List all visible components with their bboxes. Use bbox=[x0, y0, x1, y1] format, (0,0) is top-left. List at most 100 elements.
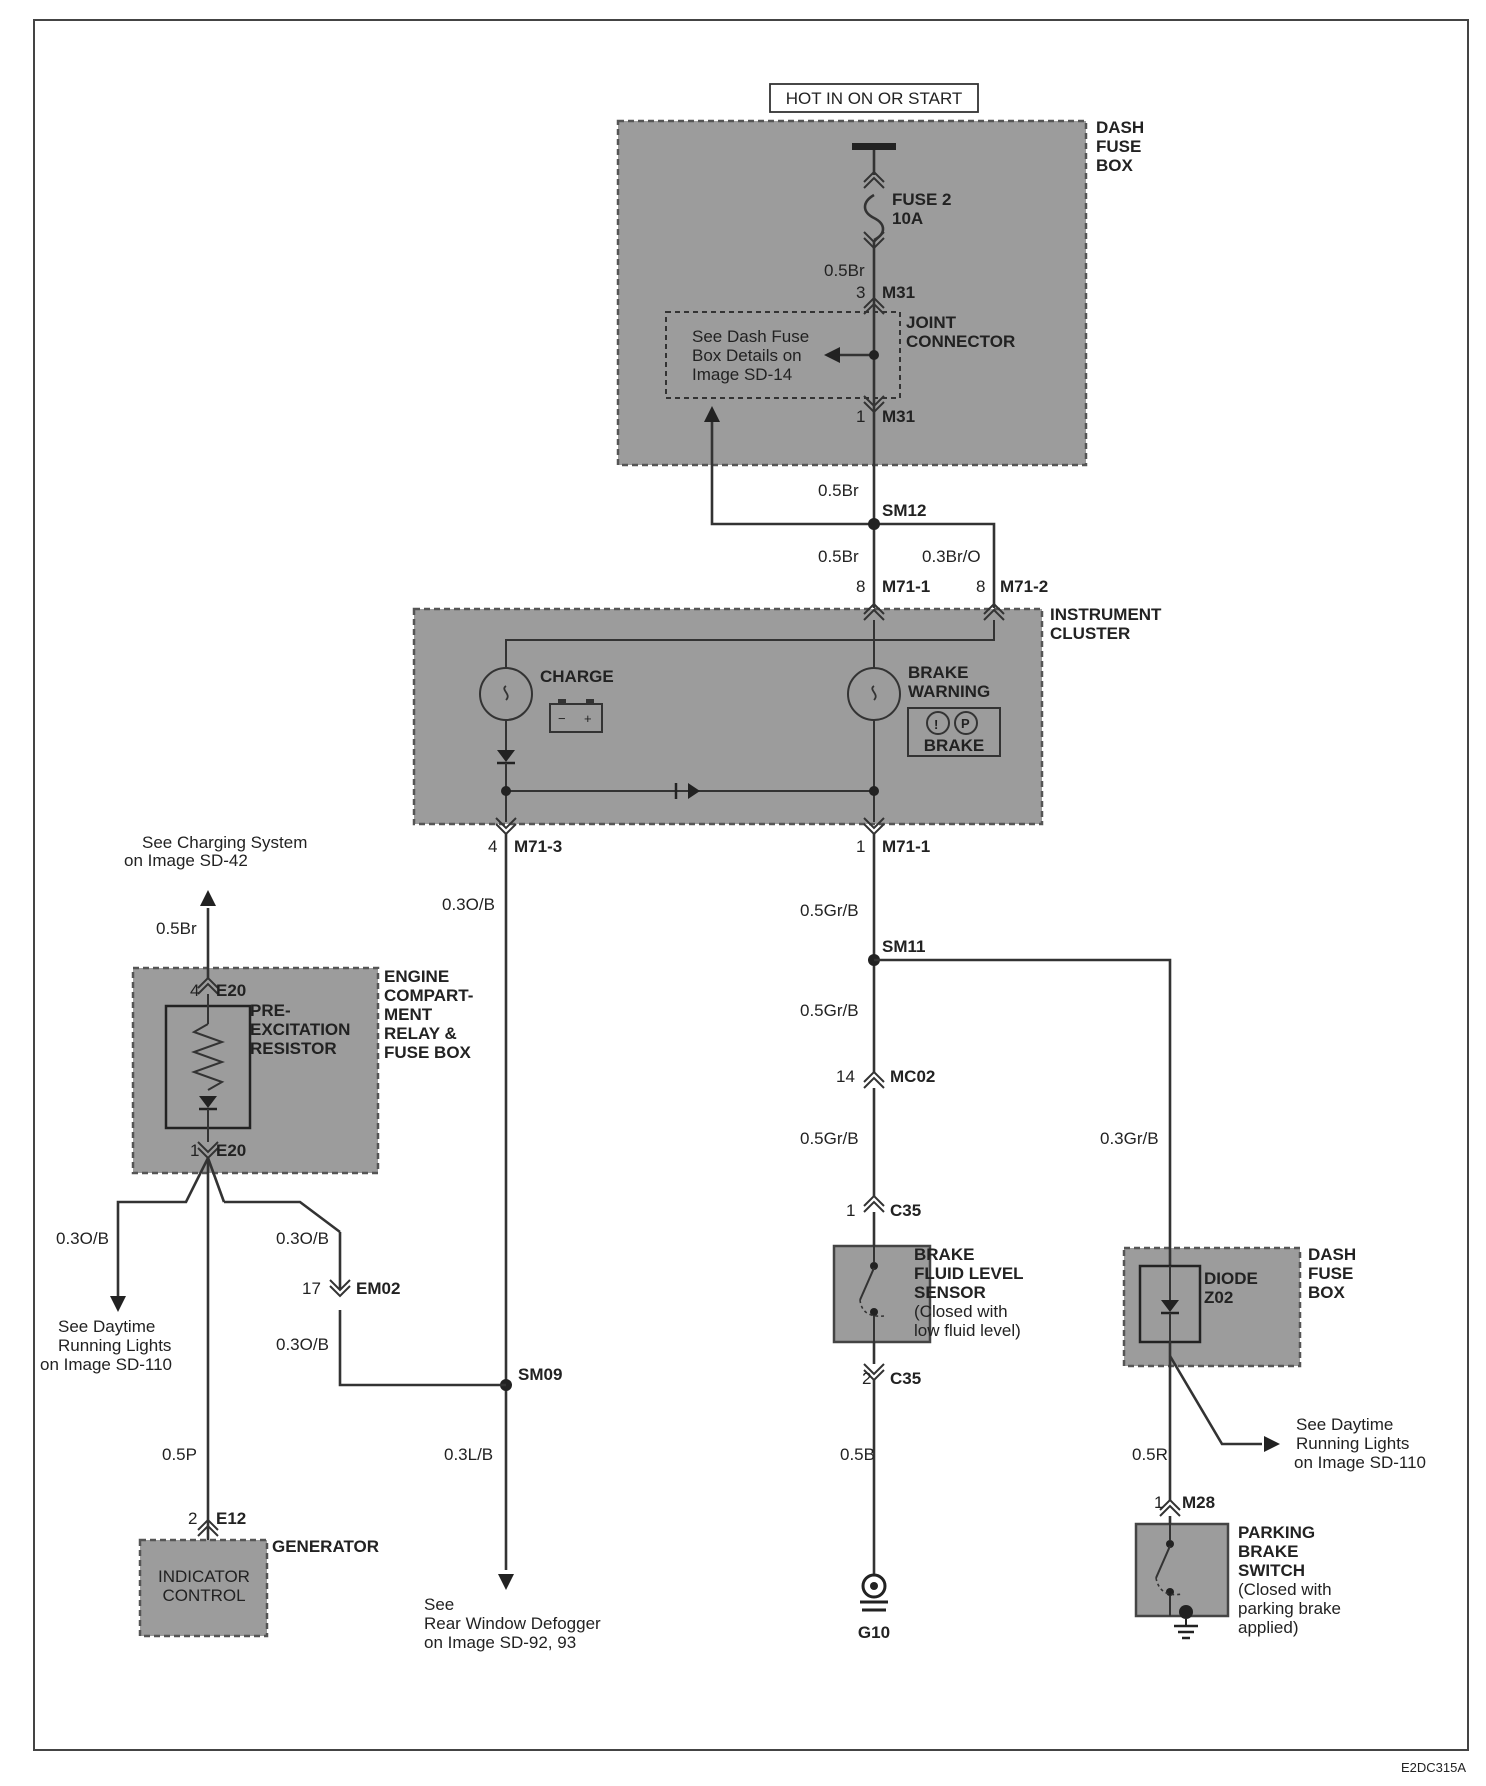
m71-2-label: M71-2 bbox=[1000, 577, 1048, 596]
wire-label-sm12-right: 0.3Br/O bbox=[922, 547, 981, 566]
conn-m71-1-bottom-1 bbox=[863, 817, 885, 830]
switch-link bbox=[1155, 1577, 1183, 1596]
sensor-switch-arm bbox=[859, 1267, 875, 1301]
c35-top-label: C35 bbox=[890, 1201, 921, 1220]
battery-terminal-neg bbox=[558, 699, 566, 704]
conn-em02-2 bbox=[329, 1285, 351, 1298]
splice-sm09-label: SM09 bbox=[518, 1365, 562, 1384]
joint-details-arrow bbox=[824, 347, 840, 363]
m31-top-pin: 3 bbox=[856, 283, 865, 302]
conn-e12-2 bbox=[197, 1524, 219, 1537]
e12-label: E12 bbox=[216, 1509, 246, 1528]
dash-fuse-box-shade bbox=[616, 119, 1088, 467]
m71-3-label: M71-3 bbox=[514, 837, 562, 856]
m28-label: M28 bbox=[1182, 1493, 1215, 1512]
conn-c35-top-2 bbox=[863, 1200, 885, 1213]
see-details-3: Image SD-14 bbox=[692, 365, 792, 384]
conn-fuse-bottom-2 bbox=[863, 237, 885, 250]
arrow-to-charging bbox=[200, 890, 216, 906]
sensor-label-1: BRAKE bbox=[914, 1245, 974, 1264]
m71-1-top-label: M71-1 bbox=[882, 577, 930, 596]
e20-bottom-label: E20 bbox=[216, 1141, 246, 1160]
hot-label: HOT IN ON OR START bbox=[786, 89, 963, 108]
charge-diode-icon bbox=[497, 750, 515, 762]
wire-label-m71-3-down: 0.3O/B bbox=[442, 895, 495, 914]
wire-sm12-to-m71-2 bbox=[874, 522, 996, 608]
see-charging-1: See Charging System bbox=[142, 833, 307, 852]
wire-diode-to-drl-right bbox=[1168, 1355, 1262, 1446]
generator-shade bbox=[138, 1538, 269, 1638]
outer-frame bbox=[33, 19, 1469, 1751]
sensor-note-2: low fluid level) bbox=[914, 1321, 1021, 1340]
mc02-label: MC02 bbox=[890, 1067, 935, 1086]
splice-sm12-dot bbox=[868, 518, 880, 530]
ground-g10-icon bbox=[861, 1573, 887, 1599]
conn-m31-bottom-2 bbox=[863, 401, 885, 414]
conn-m28-1 bbox=[1159, 1498, 1181, 1511]
brake-warning-label-2: WARNING bbox=[908, 682, 990, 701]
see-details-1: See Dash Fuse bbox=[692, 327, 809, 346]
m31-bottom-label: M31 bbox=[882, 407, 915, 426]
instrument-cluster-title-1: INSTRUMENT bbox=[1050, 605, 1162, 624]
hot-label-box bbox=[769, 83, 979, 113]
mc02-pin: 14 bbox=[836, 1067, 855, 1086]
e20-top-label: E20 bbox=[216, 981, 246, 1000]
em02-label: EM02 bbox=[356, 1279, 400, 1298]
wire-label-em02-below: 0.3O/B bbox=[276, 1335, 329, 1354]
conn-c35-bottom-1 bbox=[863, 1363, 885, 1376]
wire-sm12-to-details bbox=[710, 418, 874, 526]
see-defogger-1: See bbox=[424, 1595, 454, 1614]
conn-m31-top-2 bbox=[863, 302, 885, 315]
resistor-label-1: PRE- bbox=[250, 1001, 291, 1020]
wire-label-0-5p: 0.5P bbox=[162, 1445, 197, 1464]
cluster-dot-right bbox=[869, 786, 879, 796]
conn-m28-2 bbox=[1159, 1504, 1181, 1517]
splice-sm11-label: SM11 bbox=[882, 937, 925, 956]
ground-g10-label: G10 bbox=[858, 1623, 890, 1642]
switch-ground-dot bbox=[1179, 1605, 1193, 1619]
m71-1-top-pin: 8 bbox=[856, 577, 865, 596]
see-drl-left-2: Running Lights bbox=[58, 1336, 171, 1355]
charge-lamp-filament bbox=[503, 685, 509, 701]
c35-top-pin: 1 bbox=[846, 1201, 855, 1220]
m71-1-bottom-label: M71-1 bbox=[882, 837, 930, 856]
see-defogger-3: on Image SD-92, 93 bbox=[424, 1633, 576, 1652]
wire-label-sm12-above: 0.5Br bbox=[818, 481, 859, 500]
resistor-zigzag bbox=[191, 1023, 225, 1091]
switch-label-1: PARKING bbox=[1238, 1523, 1315, 1542]
wire-label-gr-b-3: 0.5Gr/B bbox=[800, 1129, 859, 1148]
wire-e20-to-drl-left bbox=[116, 1157, 210, 1296]
brake-warning-icon-box bbox=[907, 707, 1001, 757]
conn-m71-2-2 bbox=[983, 608, 1005, 621]
sensor-label-3: SENSOR bbox=[914, 1283, 986, 1302]
conn-m71-1-top-1 bbox=[863, 602, 885, 615]
joint-connector-label-2: CONNECTOR bbox=[906, 332, 1015, 351]
conn-mc02-1 bbox=[863, 1070, 885, 1083]
wire-label-0-3lb: 0.3L/B bbox=[444, 1445, 493, 1464]
wire-label-0-3gr-b: 0.3Gr/B bbox=[1100, 1129, 1159, 1148]
warning-exclaim-glyph: ! bbox=[934, 717, 938, 732]
m71-1-bottom-pin: 1 bbox=[856, 837, 865, 856]
see-charging-2: on Image SD-42 bbox=[124, 851, 248, 870]
conn-m71-3-1 bbox=[495, 817, 517, 830]
resistor-diode-icon bbox=[199, 1096, 217, 1108]
see-drl-right-2: Running Lights bbox=[1296, 1434, 1409, 1453]
wire-label-charging: 0.5Br bbox=[156, 919, 197, 938]
arrow-to-details bbox=[704, 406, 720, 422]
engine-box-title-5: FUSE BOX bbox=[384, 1043, 472, 1062]
conn-em02-1 bbox=[329, 1279, 351, 1292]
diode-fuse-box-shade bbox=[1122, 1246, 1302, 1368]
see-drl-right-3: on Image SD-110 bbox=[1294, 1453, 1426, 1472]
diode-z02-icon bbox=[1161, 1300, 1179, 1312]
arrow-to-drl-right bbox=[1264, 1436, 1280, 1452]
resistor-label-2: EXCITATION bbox=[250, 1020, 350, 1039]
wire-sm09-to-em02 bbox=[338, 1310, 506, 1387]
m31-top-label: M31 bbox=[882, 283, 915, 302]
fuse-label-2: 10A bbox=[892, 209, 923, 228]
generator-title: GENERATOR bbox=[272, 1537, 379, 1556]
brake-warning-label-1: BRAKE bbox=[908, 663, 968, 682]
switch-arm bbox=[1155, 1545, 1171, 1579]
conn-e20-top-1 bbox=[197, 976, 219, 989]
